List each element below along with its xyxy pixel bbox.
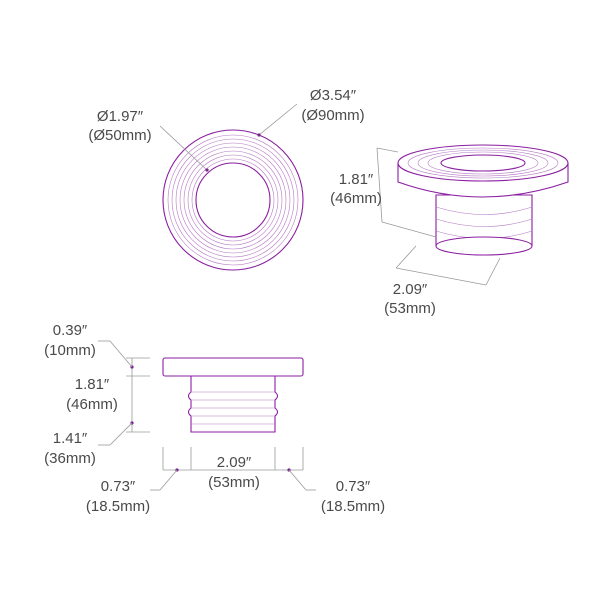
iso-width-ext-left: [395, 245, 417, 269]
top-view-inner-bore: [195, 162, 271, 238]
iso-height-metric: (46mm): [330, 190, 382, 207]
side-view: 0.39″ (10mm) 1.81″ (46mm) 1.41″ (36mm) 2…: [44, 322, 385, 515]
iso-width-metric: (53mm): [384, 300, 436, 317]
iso-width-ext-right: [485, 257, 501, 286]
right-overhang-imperial: 0.73″: [336, 478, 371, 495]
outer-diameter-imperial: Ø3.54″: [310, 87, 357, 104]
iso-height-ext-top: [376, 147, 399, 153]
iso-view: 1.81″ (46mm) 2.09″ (53mm): [330, 144, 569, 317]
outer-diameter-metric: (Ø90mm): [301, 107, 364, 124]
iso-height-imperial: 1.81″: [339, 171, 374, 188]
top-view-rings: [167, 134, 299, 266]
right-overhang-metric: (18.5mm): [321, 498, 385, 515]
top-view: Ø1.97″ (Ø50mm) Ø3.54″ (Ø90mm): [88, 87, 365, 271]
inner-diameter-leader: [159, 125, 208, 171]
body-height-imperial: 1.41″: [53, 430, 88, 447]
iso-height-ext-bottom: [381, 221, 437, 238]
flange-thickness-metric: (10mm): [44, 342, 96, 359]
side-flange: [162, 357, 304, 377]
outer-diameter-leader: [258, 103, 298, 136]
body-height-metric: (36mm): [44, 450, 96, 467]
body-width-metric: (53mm): [208, 474, 260, 491]
outer-diameter-marker: [257, 133, 261, 137]
iso-bore: [440, 154, 526, 172]
side-height-imperial: 1.81″: [75, 376, 110, 393]
iso-body-bottom: [435, 236, 533, 256]
inner-diameter-metric: (Ø50mm): [88, 127, 151, 144]
iso-height-line: [376, 147, 383, 223]
body-width-imperial: 2.09″: [217, 454, 252, 471]
iso-width-line: [395, 267, 487, 286]
flange-thickness-imperial: 0.39″: [53, 322, 88, 339]
inner-diameter-marker: [205, 168, 209, 172]
side-height-metric: (46mm): [66, 396, 118, 413]
side-body: [187, 375, 279, 433]
left-overhang-imperial: 0.73″: [101, 478, 136, 495]
inner-diameter-imperial: Ø1.97″: [97, 108, 144, 125]
left-overhang-metric: (18.5mm): [86, 498, 150, 515]
iso-width-imperial: 2.09″: [393, 281, 428, 298]
